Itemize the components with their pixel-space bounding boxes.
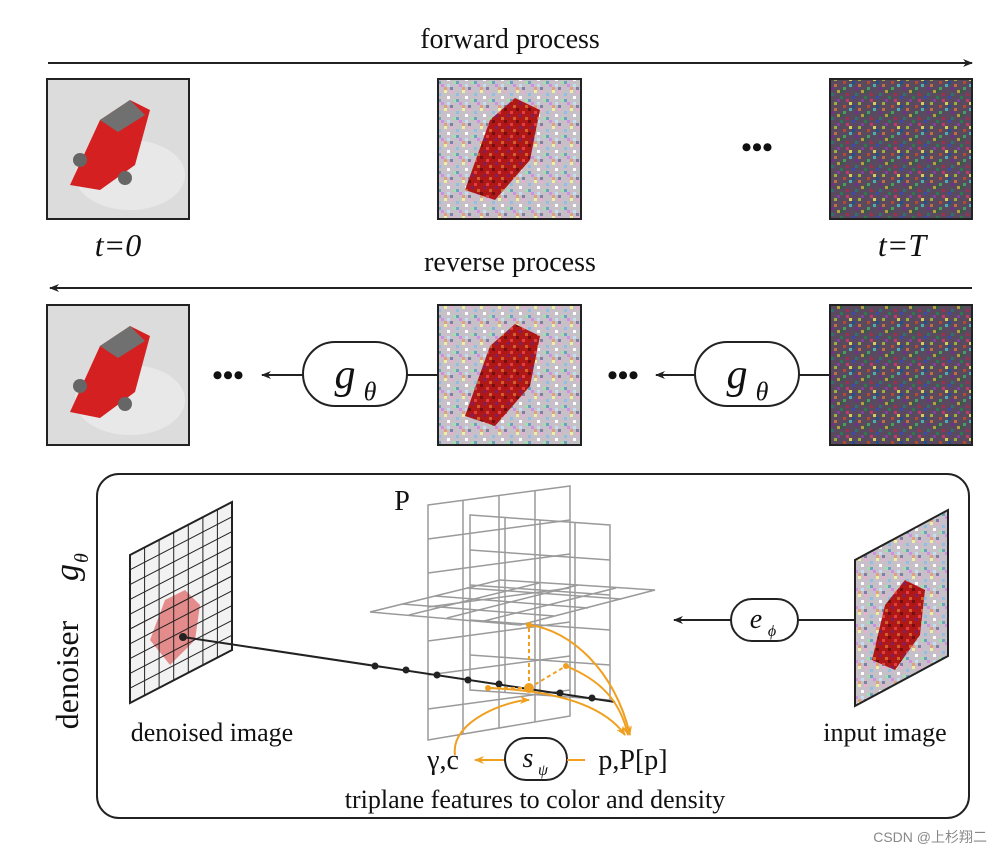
decoder-box: s ψ <box>504 737 568 781</box>
forward-clean-car-image <box>46 78 190 220</box>
g-theta-box-right: g θ <box>694 341 800 407</box>
svg-text:g: g <box>335 352 356 398</box>
color-density-output: γ,c <box>426 745 459 776</box>
svg-text:θ: θ <box>756 377 769 406</box>
sample-point <box>524 683 534 693</box>
denoiser-panel <box>96 473 970 819</box>
denoiser-title: denoiser g θ <box>49 553 93 729</box>
input-noisy-image <box>854 508 949 708</box>
denoised-image-label: denoised image <box>131 718 293 747</box>
forward-process-label: forward process <box>420 24 600 55</box>
t-end-label: t=T <box>878 227 928 263</box>
svg-text:s: s <box>523 743 534 774</box>
reverse-pure-noise-image <box>829 304 973 446</box>
g-theta-box-left: g θ <box>302 341 408 407</box>
reverse-clean-car-image <box>46 304 190 446</box>
forward-pure-noise-image <box>829 78 973 220</box>
reverse-process-label: reverse process <box>424 247 596 278</box>
reverse-noisy-car-image <box>437 304 582 446</box>
point-features-input: p,P[p] <box>598 745 667 776</box>
watermark: CSDN @上杉翔二 <box>873 829 987 845</box>
svg-text:θ: θ <box>71 553 93 563</box>
encoder-box: e ϕ <box>730 598 799 642</box>
camera-ray <box>179 633 616 703</box>
svg-text:g: g <box>727 352 748 398</box>
svg-text:g: g <box>49 564 86 581</box>
svg-text:θ: θ <box>364 377 377 406</box>
svg-text:e: e <box>750 604 762 635</box>
triplane-label: P <box>394 486 410 517</box>
t-zero-label: t=0 <box>95 227 141 263</box>
reverse-ellipsis-left: ••• <box>212 359 244 392</box>
triplane-grid <box>369 485 656 741</box>
triplane-caption: triplane features to color and density <box>345 785 725 814</box>
svg-text:denoiser: denoiser <box>49 620 85 729</box>
reverse-ellipsis-right: ••• <box>607 359 639 392</box>
denoised-image-grid <box>129 500 233 705</box>
svg-text:ψ: ψ <box>538 762 549 779</box>
forward-noisy-car-image <box>437 78 582 220</box>
input-image-label: input image <box>823 718 946 747</box>
svg-text:ϕ: ϕ <box>768 623 776 640</box>
forward-ellipsis: ••• <box>741 131 773 164</box>
feature-projection-lines <box>453 624 632 756</box>
